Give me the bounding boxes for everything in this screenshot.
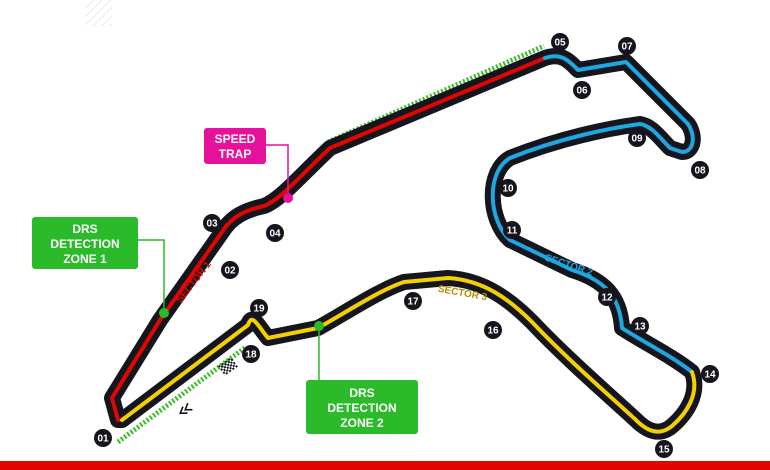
turn-badge-02: 02 — [221, 261, 239, 279]
turn-badge-16: 16 — [484, 321, 502, 339]
turn-number: 04 — [269, 229, 281, 240]
turn-badge-14: 14 — [701, 365, 719, 383]
turn-badge-11: 11 — [503, 221, 521, 239]
turn-number: 19 — [253, 304, 265, 315]
turn-badge-circle — [404, 292, 422, 310]
turn-number: 09 — [631, 134, 643, 145]
turn-badge-10: 10 — [499, 179, 517, 197]
turn-badge-17: 17 — [404, 292, 422, 310]
drs-detection-2-callout: DRS DETECTION ZONE 2 — [306, 380, 418, 434]
turn-badge-circle — [598, 288, 616, 306]
turn-number: 10 — [502, 184, 514, 195]
turn-badge-07: 07 — [618, 37, 636, 55]
drs-detection-2-line-2: DETECTION — [327, 401, 396, 415]
double-chevron-left-icon — [179, 402, 193, 415]
turn-badge-04: 04 — [266, 224, 284, 242]
turn-number: 01 — [97, 434, 109, 445]
turn-badge-circle — [503, 221, 521, 239]
turn-badge-circle — [691, 161, 709, 179]
turn-number: 13 — [634, 322, 646, 333]
turn-number: 18 — [245, 350, 257, 361]
drs-detection-1-callout: DRS DETECTION ZONE 1 — [32, 217, 138, 269]
speed-trap-leader — [266, 144, 289, 198]
speed-trap-callout: SPEED TRAP — [204, 128, 266, 164]
turn-badge-circle — [573, 81, 591, 99]
drs-detection-1-line-3: ZONE 1 — [63, 252, 107, 266]
speed-trap-line-1: SPEED — [215, 132, 256, 146]
track-outline — [104, 48, 703, 440]
drs-detection-1-point — [159, 308, 169, 318]
turn-badge-03: 03 — [203, 214, 221, 232]
turn-badge-circle — [618, 37, 636, 55]
turn-badge-09: 09 — [628, 129, 646, 147]
turn-number: 02 — [224, 266, 236, 277]
turn-number: 03 — [206, 219, 218, 230]
turn-badge-circle — [484, 321, 502, 339]
turn-badge-circle — [94, 429, 112, 447]
turn-badges: 01 02 03 04 05 06 07 08 09 10 11 12 13 14 15 16 17 18 19 — [94, 33, 719, 458]
turn-number: 14 — [704, 370, 716, 381]
drs-detection-2-line-1: DRS — [349, 386, 374, 400]
turn-badge-18: 18 — [242, 345, 260, 363]
turn-badge-circle — [551, 33, 569, 51]
drs-detection-1-line-2: DETECTION — [50, 237, 119, 251]
turn-number: 11 — [507, 226, 518, 237]
speed-trap-line-2: TRAP — [219, 147, 252, 161]
diagonal-hatch-icon — [86, 0, 112, 26]
turn-badge-12: 12 — [598, 288, 616, 306]
drs-detection-1-leader — [138, 239, 165, 313]
speed-trap-point — [283, 193, 293, 203]
turn-number: 16 — [487, 326, 499, 337]
turn-number: 15 — [658, 445, 670, 456]
turn-badge-circle — [701, 365, 719, 383]
turn-number: 08 — [694, 166, 706, 177]
turn-badge-circle — [631, 317, 649, 335]
turn-badge-circle — [499, 179, 517, 197]
sector-1-path — [110, 56, 547, 422]
turn-badge-13: 13 — [631, 317, 649, 335]
turn-badge-06: 06 — [573, 81, 591, 99]
turn-number: 05 — [554, 38, 566, 49]
bottom-bar — [0, 461, 770, 470]
chequered-flag-icon — [218, 356, 238, 376]
drs-detection-1-line-1: DRS — [72, 222, 97, 236]
turn-number: 06 — [576, 86, 588, 97]
turn-number: 12 — [601, 293, 613, 304]
sector-2-path — [490, 54, 695, 374]
turn-number: 07 — [621, 42, 633, 53]
turn-badge-circle — [203, 214, 221, 232]
drs-detection-2-line-3: ZONE 2 — [340, 416, 384, 430]
turn-badge-circle — [266, 224, 284, 242]
turn-badge-15: 15 — [655, 440, 673, 458]
turn-badge-circle — [655, 440, 673, 458]
turn-badge-01: 01 — [94, 429, 112, 447]
turn-badge-circle — [242, 345, 260, 363]
turn-badge-circle — [628, 129, 646, 147]
turn-badge-19: 19 — [250, 299, 268, 317]
drs-zone-marker — [326, 43, 546, 145]
turn-badge-08: 08 — [691, 161, 709, 179]
turn-badge-circle — [250, 299, 268, 317]
turn-badge-circle — [221, 261, 239, 279]
turn-badge-05: 05 — [551, 33, 569, 51]
drs-detection-2-point — [314, 321, 324, 331]
turn-number: 17 — [407, 297, 419, 308]
